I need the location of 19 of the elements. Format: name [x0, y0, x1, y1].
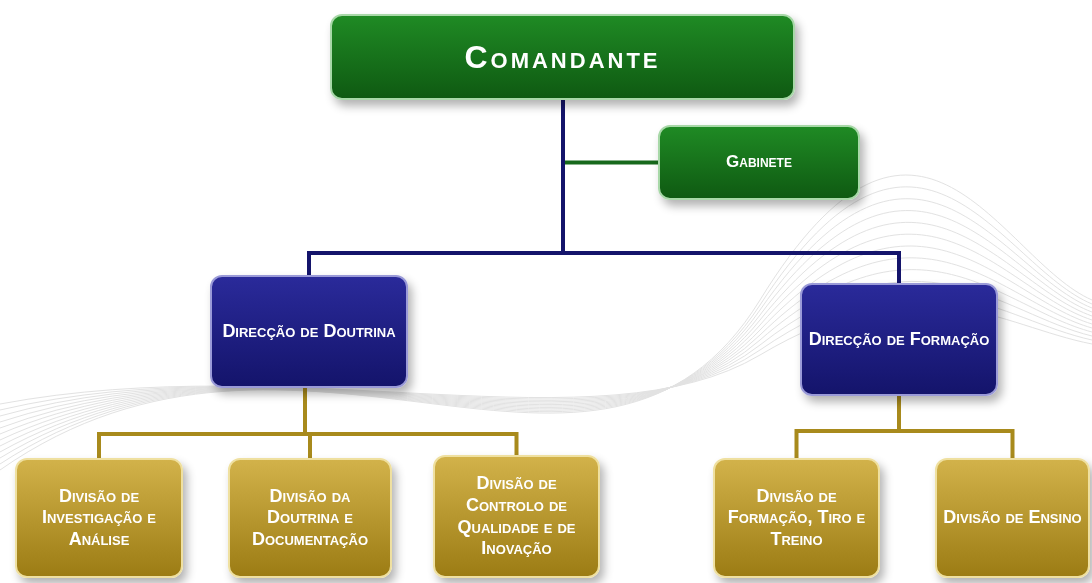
division-box	[935, 458, 1090, 578]
division-box	[713, 458, 880, 578]
node-label: Divisão de Ensino	[943, 507, 1082, 529]
commander-box	[330, 14, 795, 100]
directorate-box	[210, 275, 408, 388]
node-label: Direcção de Doutrina	[222, 320, 396, 343]
node-label: Divisão de Investigação e Análise	[41, 485, 157, 551]
department-box	[658, 125, 860, 200]
node-label: Gabinete	[726, 152, 792, 173]
division-box	[228, 458, 392, 578]
node-label: Divisão de Controlo de Qualidade e de Inovação	[456, 473, 577, 560]
node-label: Divisão da Doutrina e Documentação	[251, 485, 369, 551]
node-label: Comandante	[464, 37, 661, 77]
connector-line	[561, 100, 901, 283]
directorate-box	[800, 283, 998, 396]
division-box	[15, 458, 183, 578]
division-box	[433, 455, 600, 578]
node-label: Divisão de Formação, Tiro e Treino	[726, 485, 867, 551]
node-label: Direcção de Formação	[808, 328, 990, 351]
